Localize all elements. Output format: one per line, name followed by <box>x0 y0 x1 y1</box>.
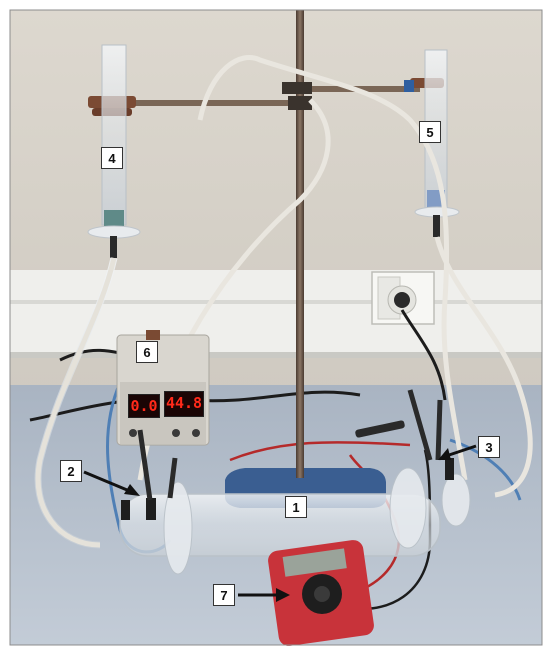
multimeter-screen <box>282 548 347 577</box>
electrode-2-right <box>146 498 156 520</box>
electrode-3 <box>445 458 454 480</box>
arrow-3 <box>445 444 477 458</box>
multimeter-dial-center <box>314 586 330 602</box>
arrow-2 <box>83 470 133 494</box>
power-supply-knob-1 <box>129 429 137 437</box>
arrow-3-head <box>438 448 451 460</box>
electrode-2-left <box>121 500 130 520</box>
cylinder-4-stopper <box>104 210 124 226</box>
cable-duct-edge-lower <box>10 352 542 358</box>
tube-right-down <box>434 236 533 498</box>
stand-rod <box>296 10 304 478</box>
cable-duct <box>10 270 542 355</box>
tube-left-down-outline <box>35 257 117 548</box>
power-supply-handle <box>146 330 160 340</box>
clip-probe-center <box>167 457 178 499</box>
boss-head-lower <box>288 96 312 110</box>
clip-probe-left <box>137 429 153 501</box>
pen-electrode <box>355 420 405 438</box>
wall-socket-plug-core <box>394 292 410 308</box>
tube-top-arc <box>197 55 468 481</box>
tube-flange-left <box>163 481 193 575</box>
tube-end-right <box>441 473 471 527</box>
clamp-right-knob <box>404 80 414 92</box>
callout-label-3: 3 <box>478 436 500 458</box>
cylinder-5-outlet <box>433 215 440 237</box>
clip-probe-right <box>407 389 433 461</box>
arrow-7-head <box>276 588 290 602</box>
callout-label-5: 5 <box>419 121 441 143</box>
callout-label-4: 4 <box>101 147 123 169</box>
callout-label-6: 6 <box>136 341 158 363</box>
power-supply-knob-2 <box>172 429 180 437</box>
callout-label-1: 1 <box>285 496 307 518</box>
power-supply-voltage-display: 44.8 <box>164 391 204 417</box>
cable-duct-edge <box>10 300 542 304</box>
cylinder-4-outlet <box>110 236 117 258</box>
tube-flange-right <box>389 467 427 549</box>
red-wire <box>229 440 411 462</box>
power-cable <box>400 309 447 401</box>
callout-label-2: 2 <box>60 460 82 482</box>
power-supply-current-display: 0.0 <box>128 394 160 418</box>
clip-probe-right-2 <box>435 399 443 461</box>
photo-border <box>9 9 543 646</box>
callout-label-7: 7 <box>213 584 235 606</box>
boss-head-upper <box>282 82 312 94</box>
power-supply-knob-3 <box>192 429 200 437</box>
clamp-bar <box>130 100 300 106</box>
arrow-2-head <box>124 484 140 496</box>
cylinder-4 <box>101 44 127 226</box>
